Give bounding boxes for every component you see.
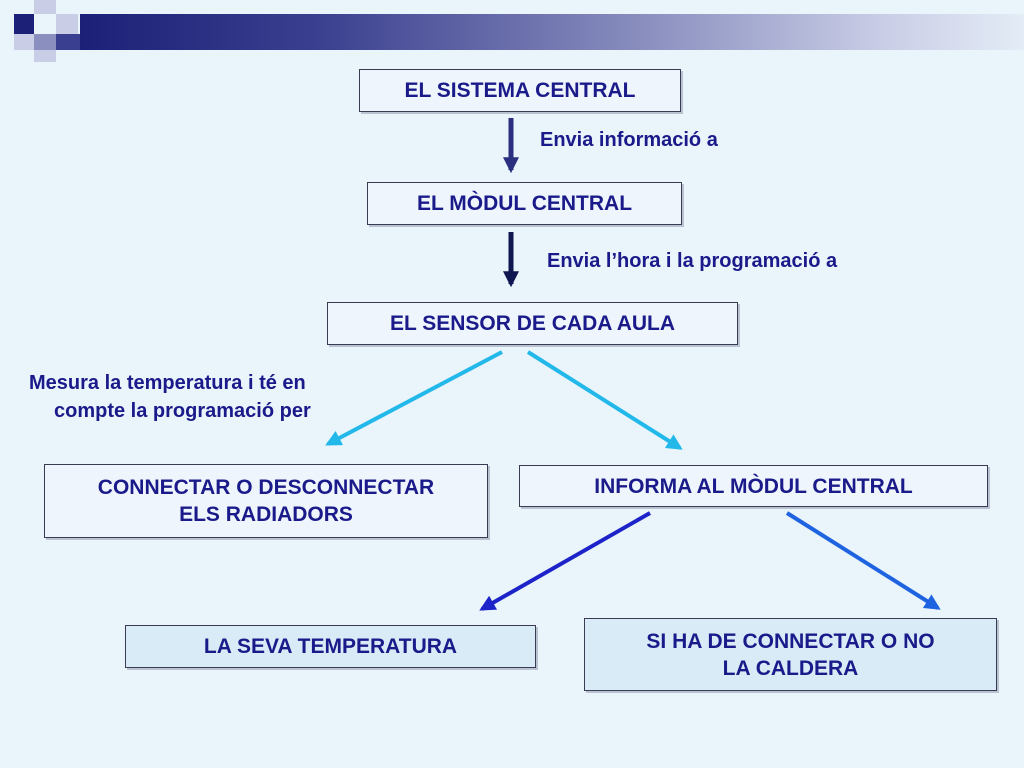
header-square-light — [34, 0, 56, 14]
node-informa-modul: INFORMA AL MÒDUL CENTRAL — [519, 465, 988, 507]
node-seva-temperatura-label: LA SEVA TEMPERATURA — [203, 635, 458, 658]
header-square-light — [34, 50, 56, 62]
header-square-mid — [14, 34, 34, 50]
node-sistema-central-label: EL SISTEMA CENTRAL — [404, 79, 636, 102]
node-sistema-central: EL SISTEMA CENTRAL — [359, 69, 681, 112]
arrow-informa-to-caldera — [785, 511, 941, 610]
arrow-informa-to-temperatura — [479, 511, 651, 611]
header-gradient-bar — [80, 14, 1024, 50]
edge-label-envia-hora: Envia l’hora i la programació a — [547, 250, 838, 272]
header-square-dark — [56, 34, 80, 50]
node-connectar-caldera-line1: SI HA DE CONNECTAR O NO — [646, 629, 935, 653]
header-square-dark — [14, 14, 34, 34]
edge-label-mesura-line1: Mesura la temperatura i té en — [29, 372, 306, 394]
node-connectar-radiadors-line2: ELS RADIADORS — [179, 503, 353, 526]
node-connectar-radiadors: CONNECTAR O DESCONNECTAR ELS RADIADORS — [44, 464, 488, 538]
arrow-sensor-to-informa — [526, 350, 683, 450]
node-seva-temperatura: LA SEVA TEMPERATURA — [125, 625, 536, 668]
node-connectar-caldera-line2: LA CALDERA — [722, 656, 859, 680]
node-informa-modul-label: INFORMA AL MÒDUL CENTRAL — [594, 474, 913, 498]
node-modul-central-label: EL MÒDUL CENTRAL — [416, 192, 633, 215]
arrow-sensor-to-radiadors — [325, 350, 503, 446]
header-square-mid — [34, 34, 56, 50]
node-connectar-radiadors-line1: CONNECTAR O DESCONNECTAR — [97, 476, 435, 499]
node-sensor-aula: EL SENSOR DE CADA AULA — [327, 302, 738, 345]
edge-label-mesura-line2: compte la programació per — [54, 400, 311, 422]
header-square-light — [56, 14, 78, 34]
node-modul-central: EL MÒDUL CENTRAL — [367, 182, 682, 225]
node-connectar-caldera: SI HA DE CONNECTAR O NO LA CALDERA — [584, 618, 997, 691]
node-sensor-aula-label: EL SENSOR DE CADA AULA — [389, 312, 676, 335]
edge-label-envia-informacio: Envia informació a — [540, 129, 718, 151]
